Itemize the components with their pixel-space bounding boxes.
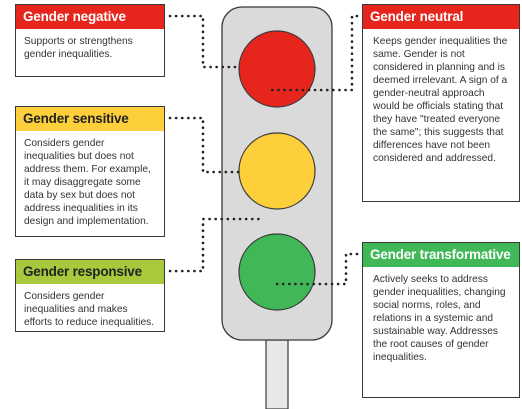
gender-transformative-title: Gender transformative (363, 243, 519, 267)
gender-responsive-description: Considers gender inequalities and makes … (24, 291, 155, 328)
green-light (238, 233, 316, 311)
gender-responsive-title: Gender responsive (16, 260, 164, 284)
gender-neutral-card: Gender neutral Keeps gender inequalities… (362, 4, 520, 202)
gender-sensitive-card: Gender sensitive Considers gender inequa… (15, 106, 165, 237)
connector-sensitive (168, 116, 242, 174)
gender-neutral-title: Gender neutral (363, 5, 519, 29)
gender-responsive-card: Gender responsive Considers gender inequ… (15, 259, 165, 332)
gender-negative-card: Gender negative Supports or strengthens … (15, 4, 165, 77)
gender-neutral-description: Keeps gender inequalities the same. Gend… (373, 36, 508, 164)
connector-negative (168, 14, 242, 69)
connector-neutral (270, 14, 359, 92)
gender-transformative-description: Actively seeks to address gender inequal… (373, 274, 506, 363)
connector-transformative (270, 252, 359, 286)
gender-negative-description: Supports or strengthens gender inequalit… (24, 36, 133, 60)
traffic-light-pole (265, 339, 289, 409)
gender-negative-title: Gender negative (16, 5, 164, 29)
gender-sensitive-description: Considers gender inequalities but does n… (24, 138, 151, 227)
amber-light (238, 132, 316, 210)
gender-neutral-title-text: Gender neutral (370, 9, 464, 24)
gender-transformative-title-text: Gender transformative (370, 247, 511, 262)
gender-transformative-card: Gender transformative Actively seeks to … (362, 242, 520, 398)
gender-sensitive-title: Gender sensitive (16, 107, 164, 131)
red-light (238, 30, 316, 108)
